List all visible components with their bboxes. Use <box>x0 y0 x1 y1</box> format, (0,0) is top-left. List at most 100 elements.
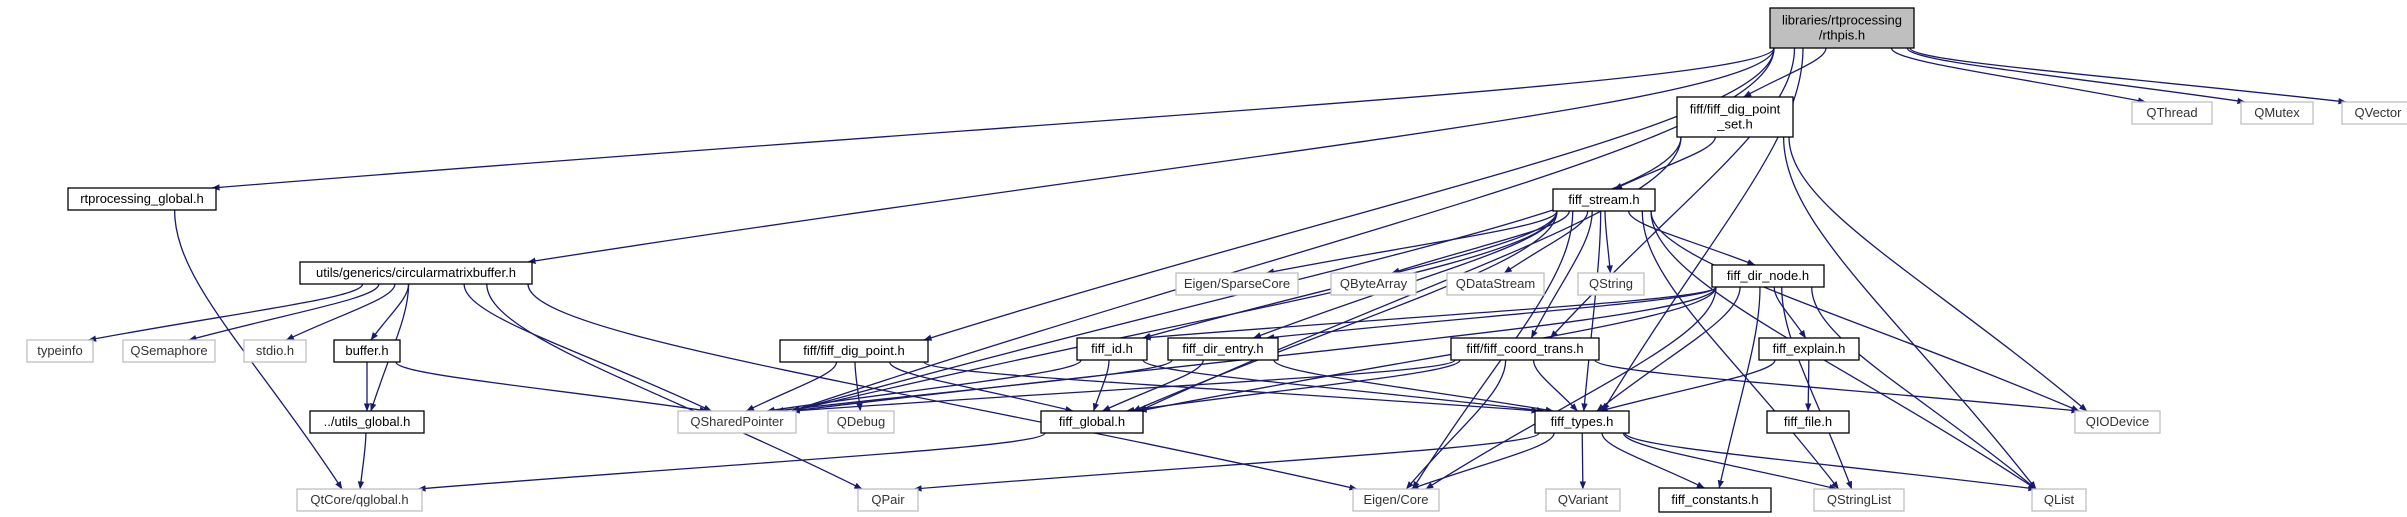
edge-fiff-stream-to-qbytearray <box>1391 210 1571 274</box>
node-fiff-dir-entry[interactable]: fiff_dir_entry.h <box>1167 337 1279 361</box>
node-box <box>1167 337 1279 361</box>
node-label: Eigen/Core <box>1363 492 1428 507</box>
node-box <box>1766 410 1850 434</box>
node-label: QList <box>2044 492 2075 507</box>
node-box <box>1352 488 1440 512</box>
edge-fiff-dir-entry-to-fiff-types <box>1273 359 1554 413</box>
node-label: fiff_dir_entry.h <box>1182 341 1263 356</box>
node-box <box>1758 337 1860 361</box>
edge-fiff-dig-point-set-to-fiff-stream <box>1614 136 1716 190</box>
node-box <box>296 488 423 512</box>
node-label: fiff_types.h <box>1551 414 1614 429</box>
edge-fiff-stream-to-qiodevice <box>1650 210 2080 412</box>
edge-rthpis-to-fiff-dig-point <box>923 47 1775 341</box>
node-fiff-explain[interactable]: fiff_explain.h <box>1758 337 1860 361</box>
node-utils-global[interactable]: ../utils_global.h <box>309 410 425 434</box>
edge-fiff-types-to-qlist <box>1624 432 2037 492</box>
node-box <box>2240 101 2314 125</box>
node-label: QVector <box>2355 105 2403 120</box>
node-label: QDebug <box>837 414 885 429</box>
edge-fiff-dig-point-set-to-qsharedpointer <box>791 136 1682 413</box>
node-qdebug: QDebug <box>827 410 895 434</box>
edge-fiff-dir-node-to-fiff-id <box>1142 286 1717 341</box>
node-box <box>1076 337 1148 361</box>
node-fiff-file[interactable]: fiff_file.h <box>1766 410 1850 434</box>
edge-circularmatrixbuffer-to-qsemaphore <box>188 283 380 342</box>
node-fiff-constants[interactable]: fiff_constants.h <box>1658 487 1772 513</box>
node-box <box>1552 188 1656 212</box>
edge-circularmatrixbuffer-to-qpair <box>486 283 863 490</box>
edge-fiff-dir-node-to-fiff-types <box>1596 286 1741 412</box>
edge-fiff-coord-trans-to-eigen-core <box>1405 359 1507 490</box>
node-box <box>1658 487 1772 513</box>
node-label: fiff_id.h <box>1091 341 1133 356</box>
node-label: fiff_dir_node.h <box>1727 268 1809 283</box>
node-fiff-dir-node[interactable]: fiff_dir_node.h <box>1711 264 1825 288</box>
node-label: ../utils_global.h <box>324 414 411 429</box>
node-qmutex: QMutex <box>2240 101 2314 125</box>
edge-fiff-stream-to-eigen-core <box>1412 210 1574 490</box>
node-label: QStringList <box>1827 492 1892 507</box>
edge-utils-global-to-qtcore-qglobal <box>357 432 367 490</box>
node-fiff-coord-trans[interactable]: fiff/fiff_coord_trans.h <box>1450 337 1600 361</box>
edge-rtprocessing-global-to-qtcore-qglobal <box>173 209 343 490</box>
node-label: QMutex <box>2254 105 2300 120</box>
edge-rthpis-to-qmutex <box>1906 47 2246 105</box>
node-fiff-dig-point-set[interactable]: fiff/fiff_dig_point_set.h <box>1676 96 1794 138</box>
node-label: QIODevice <box>2086 414 2150 429</box>
edge-fiff-dig-point-to-qdebug <box>854 361 863 412</box>
edge-rthpis-to-qvector <box>1909 47 2347 105</box>
node-label: QVariant <box>1558 492 1609 507</box>
node-label: QtCore/qglobal.h <box>310 492 408 507</box>
edge-circularmatrixbuffer-to-eigen-core <box>527 283 1358 491</box>
edge-fiff-types-to-eigen-core <box>1410 432 1555 490</box>
edge-fiff-stream-to-fiff-dir-entry <box>1253 210 1558 339</box>
edge-fiff-dir-entry-to-qsharedpointer <box>775 359 1173 414</box>
node-label: fiff_global.h <box>1059 414 1125 429</box>
edge-fiff-types-to-qvariant <box>1579 432 1586 490</box>
node-qpair: QPair <box>857 488 919 512</box>
node-rtprocessing-global[interactable]: rtprocessing_global.h <box>67 187 217 211</box>
edge-circularmatrixbuffer-to-qsharedpointer <box>463 283 712 412</box>
edge-fiff-stream-to-qlist <box>1650 210 2037 490</box>
node-buffer[interactable]: buffer.h <box>333 339 401 363</box>
node-fiff-id[interactable]: fiff_id.h <box>1076 337 1148 361</box>
edge-fiff-stream-to-eigen-sparsecore <box>1266 210 1558 275</box>
node-qsharedpointer: QSharedPointer <box>677 410 797 434</box>
node-box <box>26 339 94 363</box>
node-label: rtprocessing_global.h <box>80 191 204 206</box>
node-box <box>1711 264 1825 288</box>
edge-fiff-types-to-fiff-constants <box>1601 432 1705 489</box>
node-box <box>1545 488 1621 512</box>
node-typeinfo: typeinfo <box>26 339 94 363</box>
edge-fiff-types-to-qpair <box>913 432 1540 492</box>
edge-fiff-stream-to-qstringlist <box>1641 210 1840 490</box>
edge-fiff-dir-node-to-fiff-dir-entry <box>1266 286 1717 341</box>
node-box <box>243 339 307 363</box>
edge-fiff-dir-node-to-qstringlist <box>1781 286 1853 490</box>
edge-fiff-dig-point-set-to-qiodevice <box>1788 136 2088 412</box>
edge-fiff-coord-trans-to-fiff-global <box>1126 359 1461 414</box>
node-fiff-dig-point[interactable]: fiff/fiff_dig_point.h <box>779 339 929 363</box>
edge-rthpis-to-qsharedpointer <box>791 47 1775 412</box>
node-qvariant: QVariant <box>1545 488 1621 512</box>
node-label: fiff_explain.h <box>1773 341 1846 356</box>
edge-fiff-coord-trans-to-qiodevice <box>1594 359 2080 414</box>
node-fiff-types[interactable]: fiff_types.h <box>1534 410 1630 434</box>
edge-fiff-stream-to-fiff-global <box>1132 210 1558 412</box>
node-circularmatrixbuffer[interactable]: utils/generics/circularmatrixbuffer.h <box>299 261 533 285</box>
node-box <box>677 410 797 434</box>
node-box <box>1577 272 1645 296</box>
node-label: utils/generics/circularmatrixbuffer.h <box>316 265 516 280</box>
node-rthpis[interactable]: libraries/rtprocessing/rthpis.h <box>1769 7 1915 49</box>
node-fiff-global[interactable]: fiff_global.h <box>1040 410 1144 434</box>
edge-fiff-dir-node-to-fiff-explain <box>1773 286 1807 339</box>
node-fiff-stream[interactable]: fiff_stream.h <box>1552 188 1656 212</box>
node-label: libraries/rtprocessing <box>1782 13 1902 28</box>
edge-fiff-dig-point-set-to-qlist <box>1782 136 2037 490</box>
edge-fiff-stream-to-qstring <box>1604 210 1613 274</box>
edge-fiff-stream-to-fiff-coord-trans <box>1530 210 1593 339</box>
node-qstringlist: QStringList <box>1813 488 1905 512</box>
node-label: QSemaphore <box>130 343 207 358</box>
